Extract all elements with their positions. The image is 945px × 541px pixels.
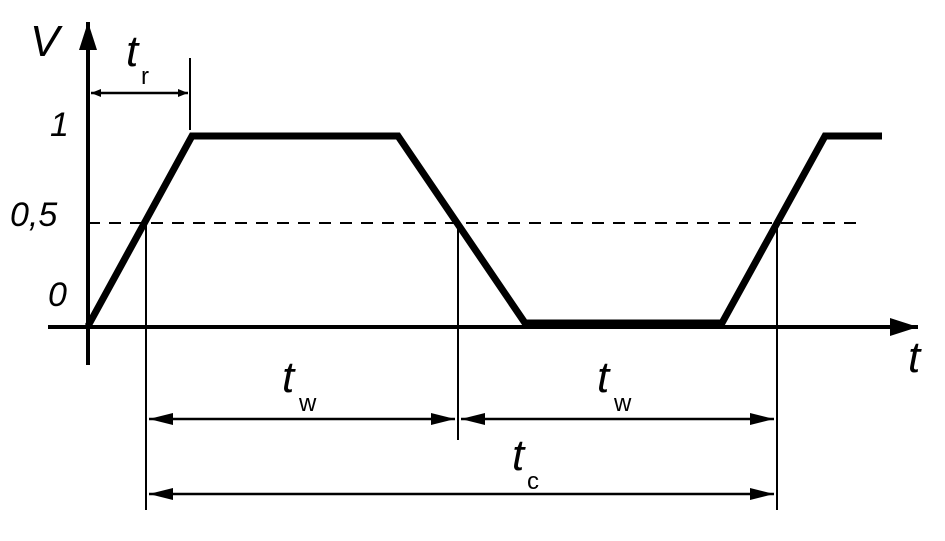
pulse-width-subscript-2: w — [613, 390, 632, 417]
pulse-width-label-1: t — [282, 353, 296, 402]
y-tick-label-half: 0,5 — [10, 196, 57, 234]
x-axis-label: t — [908, 333, 922, 382]
y-tick-label-0: 0 — [48, 276, 67, 314]
pulse-waveform — [84, 132, 882, 328]
rise-time-subscript: r — [141, 63, 149, 90]
cycle-time-subscript: c — [527, 468, 539, 495]
pulse-width-subscript-1: w — [298, 390, 317, 417]
y-tick-label-1: 1 — [50, 106, 69, 144]
rise-time-label: t — [126, 27, 140, 76]
y-axis-label: V — [30, 17, 63, 66]
cycle-time-label: t — [512, 431, 526, 480]
pulse-width-label-2: t — [597, 353, 611, 402]
